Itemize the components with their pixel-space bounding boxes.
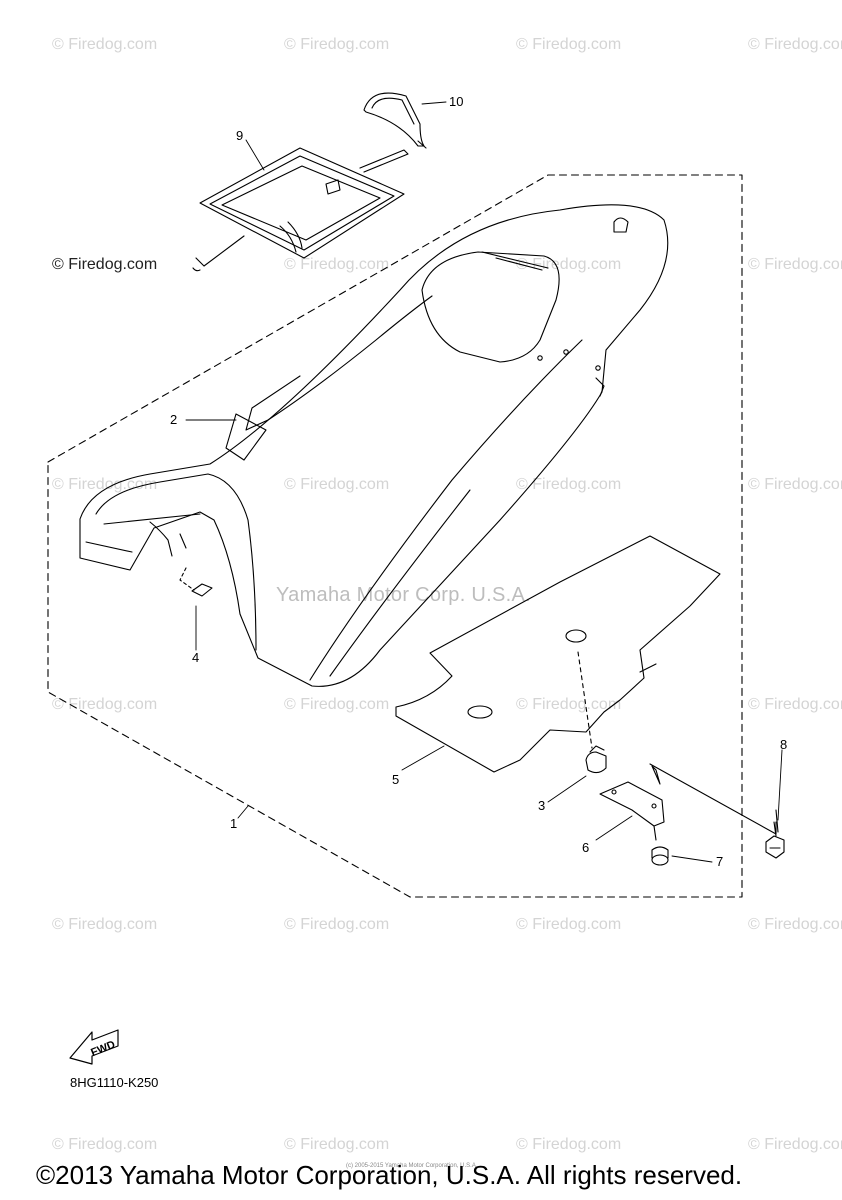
cover-band-part-10 bbox=[363, 92, 427, 149]
diagram-part-code: 8HG1110-K250 bbox=[70, 1075, 159, 1090]
watermark: © Firedog.com bbox=[516, 36, 622, 53]
watermark: © Firedog.com bbox=[52, 696, 158, 713]
watermark-strong: © Firedog.com bbox=[52, 256, 158, 273]
seat-cover-part-9 bbox=[192, 147, 409, 272]
watermark: © Firedog.com bbox=[284, 696, 390, 713]
callout-8: 8 bbox=[780, 737, 788, 752]
callout-2: 2 bbox=[170, 412, 178, 427]
watermark: © Firedog.com bbox=[284, 1136, 390, 1153]
watermark: © Firedog.com bbox=[516, 696, 622, 713]
watermark: © Firedog.com bbox=[284, 476, 390, 493]
grommet-part-7 bbox=[651, 846, 669, 866]
callout-6: 6 bbox=[582, 840, 590, 855]
watermark: © Firedog.com bbox=[748, 476, 842, 493]
under-plate-part-5 bbox=[395, 535, 721, 773]
watermark: © Firedog.com bbox=[52, 36, 158, 53]
copyright-notice: ©2013 Yamaha Motor Corporation, U.S.A. A… bbox=[36, 1160, 743, 1190]
watermark: © Firedog.com bbox=[52, 1136, 158, 1153]
clip-part-4 bbox=[179, 567, 213, 597]
assembly-boundary-dashed bbox=[47, 174, 743, 898]
watermark: © Firedog.com bbox=[748, 256, 842, 273]
watermark: © Firedog.com bbox=[284, 916, 390, 933]
watermark: © Firedog.com bbox=[516, 476, 622, 493]
bolt-part-8 bbox=[649, 763, 785, 859]
tiny-copyright: (c) 2005-2015 Yamaha Motor Corporation, … bbox=[346, 1163, 478, 1169]
damper-part-3 bbox=[577, 651, 607, 774]
callout-10: 10 bbox=[449, 94, 464, 109]
seat-body-part-1 bbox=[79, 204, 669, 687]
callout-9: 9 bbox=[236, 128, 244, 143]
watermark: © Firedog.com bbox=[748, 36, 842, 53]
watermark: © Firedog.com bbox=[748, 1136, 842, 1153]
callout-3: 3 bbox=[538, 798, 546, 813]
watermark: © Firedog.com bbox=[516, 256, 622, 273]
callout-7: 7 bbox=[716, 854, 724, 869]
watermark: © Firedog.com bbox=[284, 36, 390, 53]
fwd-arrow-icon bbox=[69, 1029, 119, 1065]
watermark: © Firedog.com bbox=[516, 1136, 622, 1153]
watermark: © Firedog.com bbox=[748, 696, 842, 713]
watermark: © Firedog.com bbox=[284, 256, 390, 273]
watermark: © Firedog.com bbox=[52, 916, 158, 933]
callout-5: 5 bbox=[392, 772, 400, 787]
watermark: © Firedog.com bbox=[516, 916, 622, 933]
bracket-part-6 bbox=[599, 781, 665, 841]
watermark: © Firedog.com bbox=[748, 916, 842, 933]
callout-4: 4 bbox=[192, 650, 200, 665]
callout-1: 1 bbox=[230, 816, 238, 831]
center-watermark: Yamaha Motor Corp. U.S.A. bbox=[276, 584, 531, 606]
leader-lines bbox=[185, 101, 783, 863]
